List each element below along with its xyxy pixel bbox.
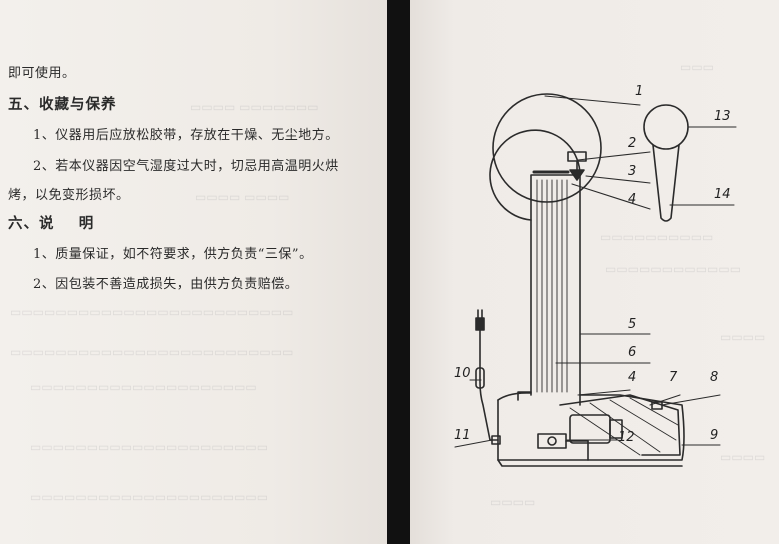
section-5-item-2-cont: 烤，以免变形损坏。 (8, 188, 130, 203)
instrument-diagram (454, 93, 737, 467)
bleed-through-text: ▭▭▭▭▭▭▭▭▭▭ (600, 230, 714, 244)
label-10: 10 (454, 366, 471, 381)
bleed-through-text: ▭▭▭▭ ▭▭▭▭▭▭▭ (190, 100, 319, 114)
label-8: 8 (710, 370, 719, 385)
section-6-item-1: 1、质量保证，如不符要求，供方负责“三保”。 (33, 247, 313, 262)
top-bracket (569, 169, 585, 181)
bleed-through-text: ▭▭▭▭ (490, 495, 536, 509)
bleed-through-text: ▭▭▭▭▭▭▭▭▭▭▭▭▭▭▭▭▭▭▭▭▭▭▭▭▭ (10, 345, 294, 359)
bleed-through-text: ▭▭▭▭▭▭▭▭▭▭▭▭▭▭▭▭▭▭▭▭▭ (30, 490, 269, 504)
section-6-item-2: 2、因包装不善造成损失，由供方负责赔偿。 (33, 277, 299, 292)
small-sphere (643, 104, 689, 150)
label-1: 1 (635, 84, 644, 99)
book-spine (387, 0, 410, 544)
label-4b: 4 (628, 370, 637, 385)
motor (569, 414, 611, 444)
label-4: 4 (628, 192, 637, 207)
bleed-through-text: ▭▭▭▭ ▭▭▭▭ (195, 190, 290, 204)
column-body (530, 174, 581, 396)
bleed-through-text: ▭▭▭ (680, 60, 715, 74)
label-3: 3 (628, 164, 637, 179)
section-5-item-2: 2、若本仪器因空气湿度过大时，切忌用高温明火烘 (33, 159, 339, 174)
section-5-heading: 五、收藏与保养 (8, 96, 117, 113)
base-housing (497, 394, 685, 461)
switch (475, 367, 485, 389)
small-sphere-rod (652, 144, 680, 222)
bleed-through-text: ▭▭▭▭ (720, 450, 766, 464)
right-page: ▭▭▭ ▭▭▭▭▭▭▭▭▭▭ ▭▭▭▭▭▭▭▭▭▭▭▭ ▭▭▭▭ ▭▭▭▭ ▭▭… (410, 0, 779, 544)
label-12: 12 (618, 430, 635, 445)
label-5: 5 (628, 317, 637, 332)
label-2: 2 (628, 136, 637, 151)
label-9: 9 (710, 428, 719, 443)
section-5-item-1: 1、仪器用后应放松胶带，存放在干燥、无尘地方。 (33, 128, 339, 143)
label-6: 6 (628, 345, 637, 360)
sphere-inner-arc (489, 129, 581, 221)
label-13: 13 (714, 109, 731, 124)
continuation-text: 即可使用。 (8, 66, 76, 81)
bleed-through-text: ▭▭▭▭ (720, 330, 766, 344)
bleed-through-text: ▭▭▭▭▭▭▭▭▭▭▭▭▭▭▭▭▭▭▭▭▭ (30, 440, 269, 454)
power-cord (479, 319, 499, 441)
bleed-through-text: ▭▭▭▭▭▭▭▭▭▭▭▭▭▭▭▭▭▭▭▭▭▭▭▭▭ (10, 305, 294, 319)
lamp (537, 433, 567, 449)
label-14: 14 (714, 187, 731, 202)
section-6-heading: 六、说 明 (8, 215, 95, 232)
left-page: ▭▭▭▭ ▭▭▭▭▭▭▭ ▭▭▭▭ ▭▭▭▭ ▭▭▭▭▭▭▭▭▭▭▭▭▭▭▭▭▭… (0, 0, 387, 544)
column-belt (536, 179, 568, 393)
label-7: 7 (669, 370, 678, 385)
bleed-through-text: ▭▭▭▭▭▭▭▭▭▭▭▭▭▭▭▭▭▭▭▭ (30, 380, 257, 394)
bleed-through-text: ▭▭▭▭▭▭▭▭▭▭▭▭ (605, 262, 742, 276)
label-11: 11 (454, 428, 471, 443)
plug (475, 317, 485, 331)
